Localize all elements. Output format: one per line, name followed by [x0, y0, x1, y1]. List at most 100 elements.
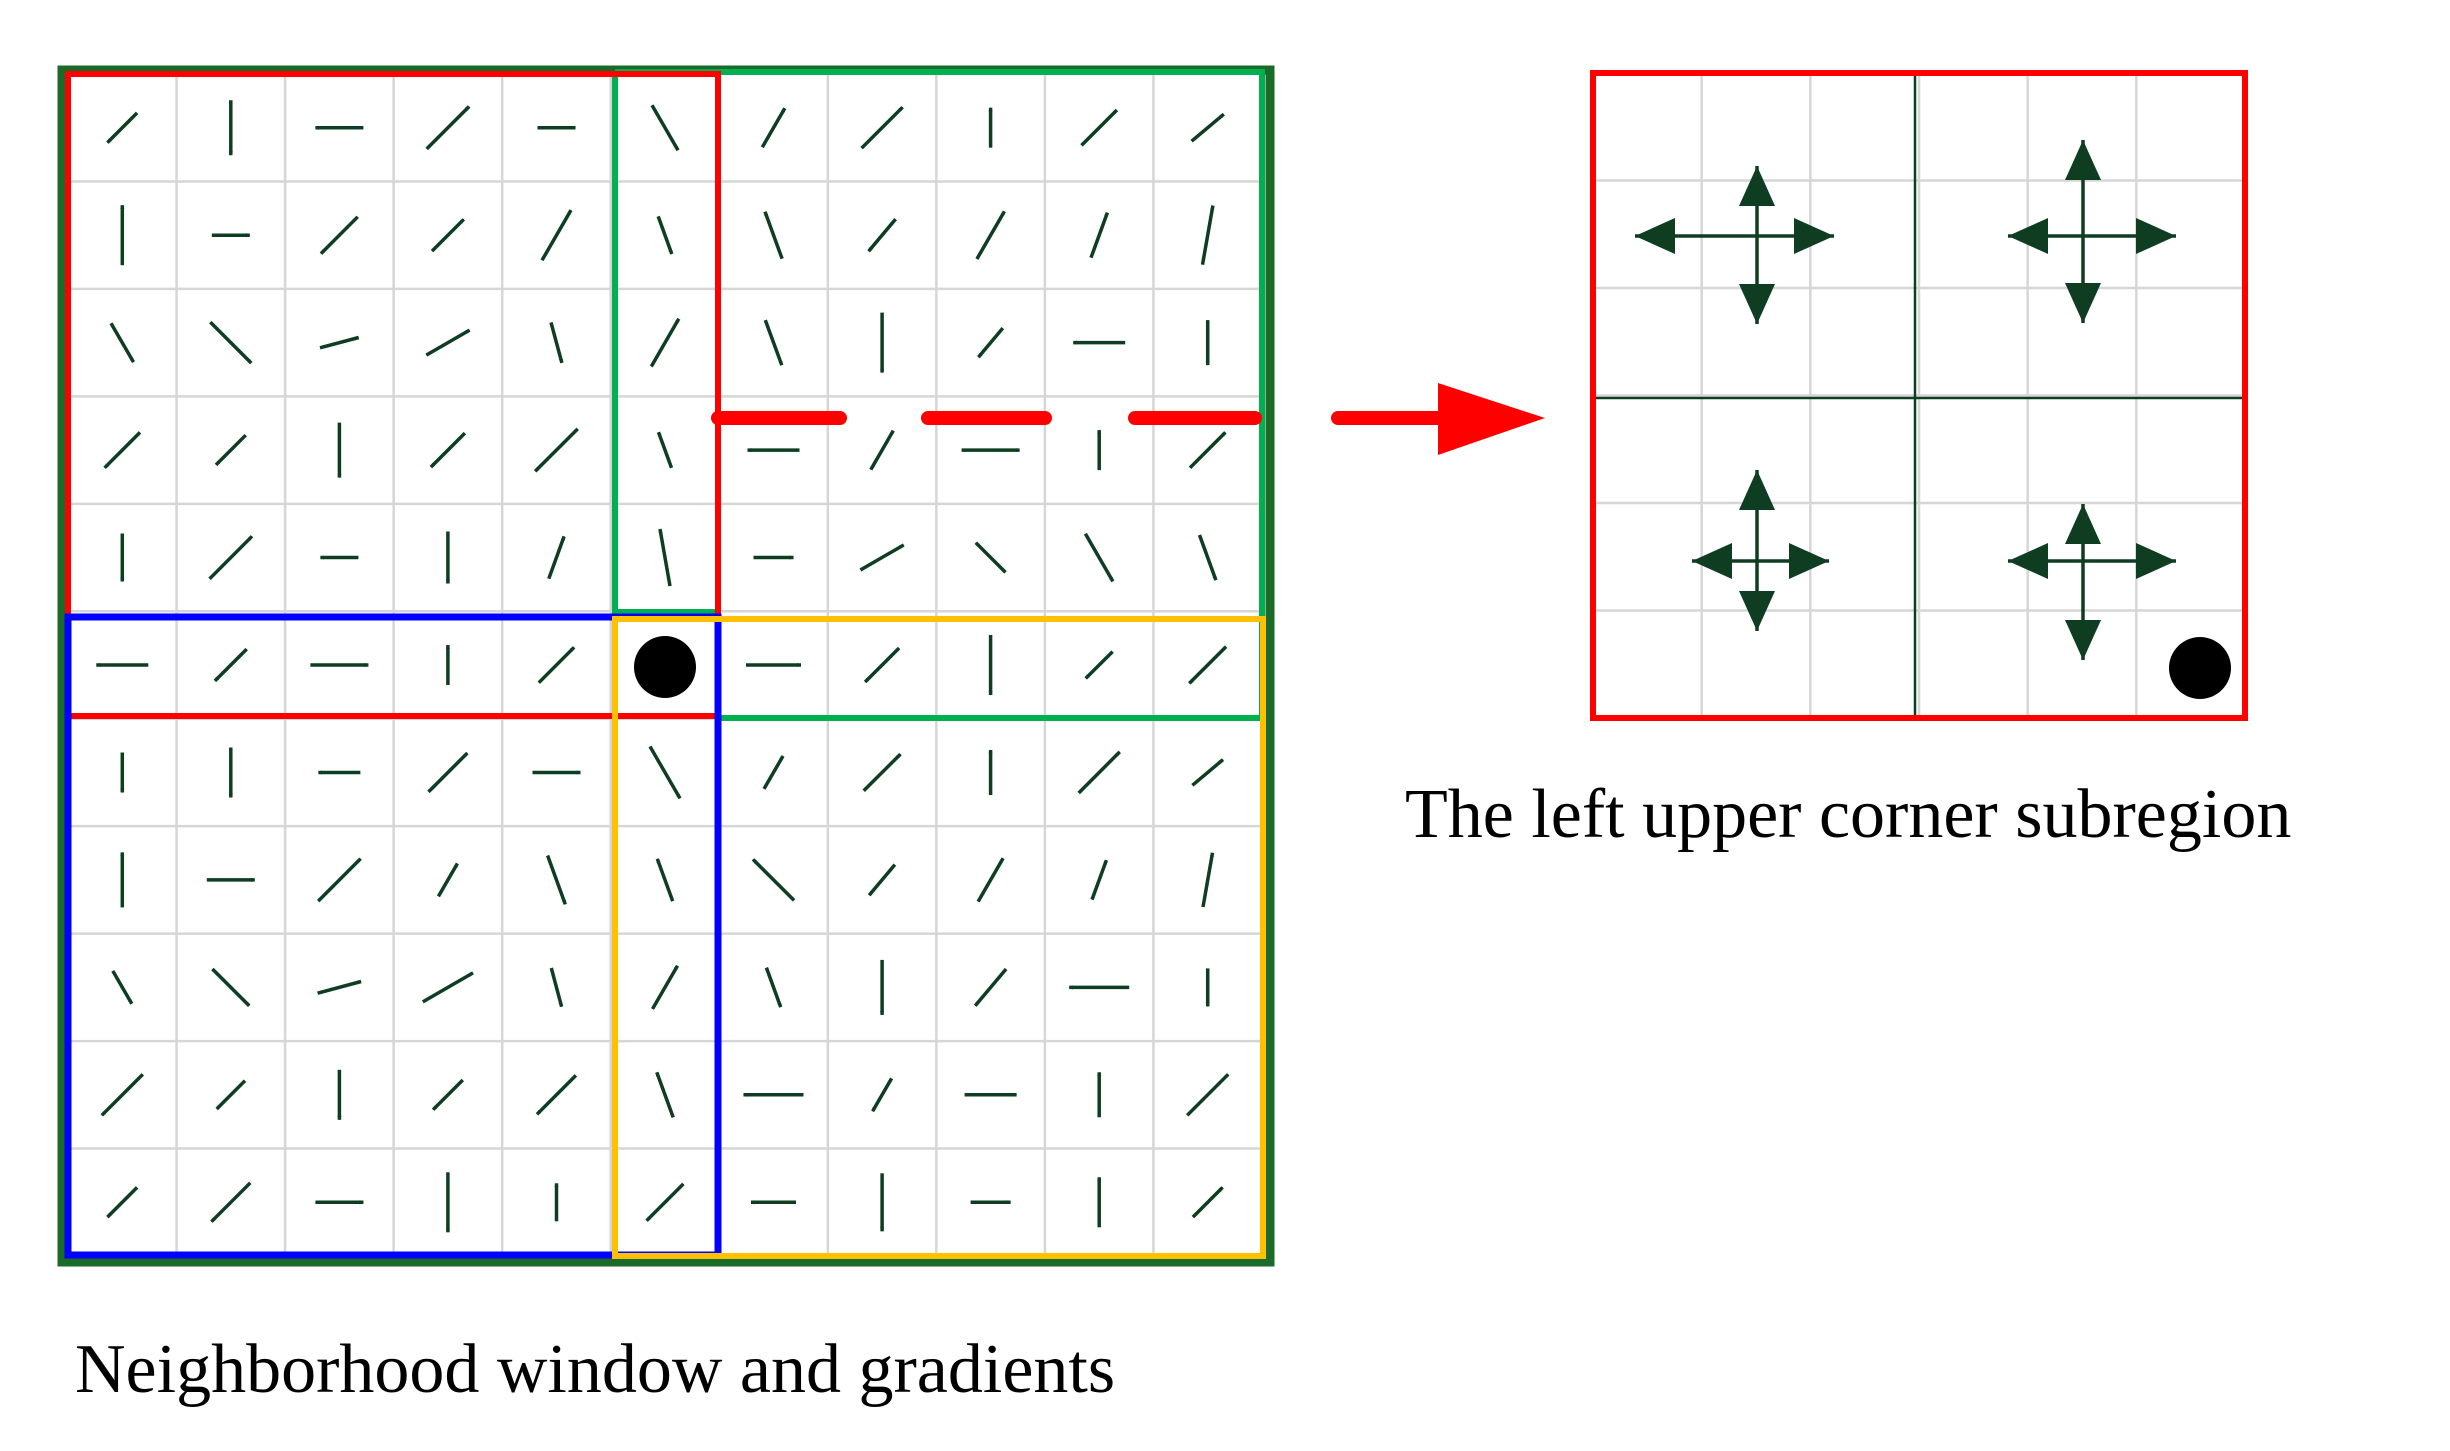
- arrowhead-icon: [1739, 591, 1775, 631]
- gradient-arrow-icon: [656, 431, 674, 469]
- subregion-border: [1590, 70, 2248, 721]
- arrowhead-icon: [2065, 620, 2101, 660]
- gradient-arrow-icon: [650, 964, 680, 1010]
- arrowhead-icon: [1739, 166, 1775, 206]
- subregion-keypoint-dot: [2169, 637, 2231, 699]
- gradient-arrow-icon: [425, 105, 471, 151]
- gradient-arrow-icon: [869, 429, 895, 471]
- gradient-arrow-icon: [549, 967, 564, 1008]
- gradient-arrow-icon: [658, 528, 672, 587]
- arrowhead-icon: [2008, 543, 2048, 579]
- histogram-cross-icon: [1635, 166, 1834, 324]
- gradient-arrow-icon: [316, 857, 362, 903]
- pointer-arrow: [1331, 383, 1545, 455]
- gradient-arrow-icon: [975, 210, 1006, 260]
- gradient-arrow-icon: [545, 854, 567, 905]
- gradient-arrow-icon: [537, 646, 576, 684]
- gradient-arrow-icon: [977, 326, 1005, 359]
- gradient-arrow-icon: [655, 858, 675, 902]
- gradient-arrow-icon: [211, 967, 251, 1007]
- gradient-arrow-icon: [427, 751, 469, 794]
- gradient-arrow-icon: [317, 979, 362, 995]
- gradient-arrow-icon: [1191, 1186, 1224, 1219]
- histogram-cross-icon: [2008, 140, 2176, 323]
- gradient-arrow-icon: [655, 1071, 675, 1118]
- arrowhead-icon: [1635, 218, 1675, 254]
- gradient-arrow-icon: [1080, 108, 1119, 147]
- gradient-arrow-icon: [319, 215, 359, 255]
- histogram-cross-icon: [2008, 504, 2176, 660]
- red-region-outline: [65, 71, 721, 719]
- gradient-arrow-icon: [429, 431, 467, 469]
- gradient-arrow-icon: [214, 433, 247, 467]
- arrowhead-icon: [1794, 218, 1834, 254]
- gradient-arrow-icon: [974, 541, 1007, 574]
- gradient-arrow-icon: [867, 863, 897, 897]
- gradient-arrow-icon: [751, 858, 796, 902]
- blue-region-outline: [64, 613, 722, 1259]
- gradient-arrow-icon: [760, 107, 787, 149]
- gradient-arrow-icon: [533, 427, 579, 473]
- gradient-arrow-icon: [976, 857, 1005, 903]
- gradient-arrow-icon: [1084, 650, 1114, 680]
- gradient-arrow-icon: [763, 211, 784, 260]
- gradient-arrow-icon: [111, 970, 134, 1005]
- gradient-arrow-icon: [1090, 859, 1109, 901]
- gradient-arrow-icon: [649, 317, 681, 368]
- gradient-arrow-icon: [1191, 758, 1225, 787]
- gradient-arrow-icon: [421, 971, 474, 1004]
- arrowhead-icon: [1692, 543, 1732, 579]
- arrowhead-icon: [1789, 543, 1829, 579]
- gradient-arrow-icon: [1201, 852, 1215, 908]
- gradient-arrow-icon: [430, 218, 466, 253]
- gradient-arrow-icon: [1188, 431, 1227, 470]
- gradient-arrow-icon: [100, 1073, 145, 1117]
- gradient-arrow-icon: [425, 328, 471, 357]
- gradient-arrow-icon: [210, 1181, 252, 1223]
- arrowhead-icon: [2065, 140, 2101, 180]
- arrowhead-icon: [2065, 283, 2101, 323]
- arrowhead-icon: [2065, 504, 2101, 544]
- gradient-arrow-icon: [867, 217, 897, 253]
- gradient-arrow-icon: [436, 862, 459, 898]
- gradient-arrow-icon: [535, 1074, 578, 1116]
- gradient-arrow-icon: [431, 1078, 465, 1111]
- gradient-arrow-icon: [862, 752, 902, 793]
- gradient-arrow-icon: [650, 104, 680, 152]
- gradient-arrow-icon: [103, 431, 142, 470]
- gradient-arrow-icon: [209, 320, 253, 365]
- gradient-arrows: [95, 100, 1230, 1233]
- gradient-arrow-icon: [763, 319, 784, 366]
- gradient-arrow-icon: [549, 321, 564, 364]
- gradient-arrow-icon: [208, 535, 254, 581]
- arrowhead-icon: [1739, 284, 1775, 324]
- gradient-arrow-icon: [973, 967, 1008, 1007]
- keypoint-dot: [634, 636, 696, 698]
- histogram-cross-icon: [1692, 470, 1829, 631]
- arrowhead-icon: [1739, 470, 1775, 510]
- gradient-arrow-icon: [1197, 534, 1218, 581]
- arrowhead-icon: [2136, 218, 2176, 254]
- subregion-panel: [1590, 70, 2248, 721]
- neighborhood-window: [57, 65, 1275, 1267]
- gradient-arrow-icon: [106, 1186, 139, 1219]
- gradient-arrow-icon: [1188, 645, 1228, 685]
- gradient-arrow-icon: [1200, 205, 1215, 266]
- gradient-arrow-icon: [860, 105, 904, 150]
- gradient-arrow-icon: [540, 209, 573, 262]
- subregion-grid: [1593, 73, 2245, 718]
- gradient-arrow-icon: [1190, 112, 1225, 143]
- subregion-caption: The left upper corner subregion: [1405, 776, 2292, 853]
- gradient-arrow-icon: [645, 1182, 685, 1222]
- gradient-arrow-icon: [106, 111, 139, 144]
- gradient-arrow-icon: [213, 647, 248, 683]
- gradient-arrow-icon: [215, 1079, 247, 1111]
- gradient-arrow-icon: [1083, 532, 1115, 583]
- gradient-arrow-icon: [859, 543, 905, 572]
- gradient-arrow-icon: [547, 535, 566, 580]
- orientation-histograms: [1635, 140, 2176, 660]
- gradient-arrow-icon: [109, 322, 136, 363]
- gradient-arrow-icon: [871, 1077, 894, 1113]
- gradient-arrow-icon: [319, 335, 360, 350]
